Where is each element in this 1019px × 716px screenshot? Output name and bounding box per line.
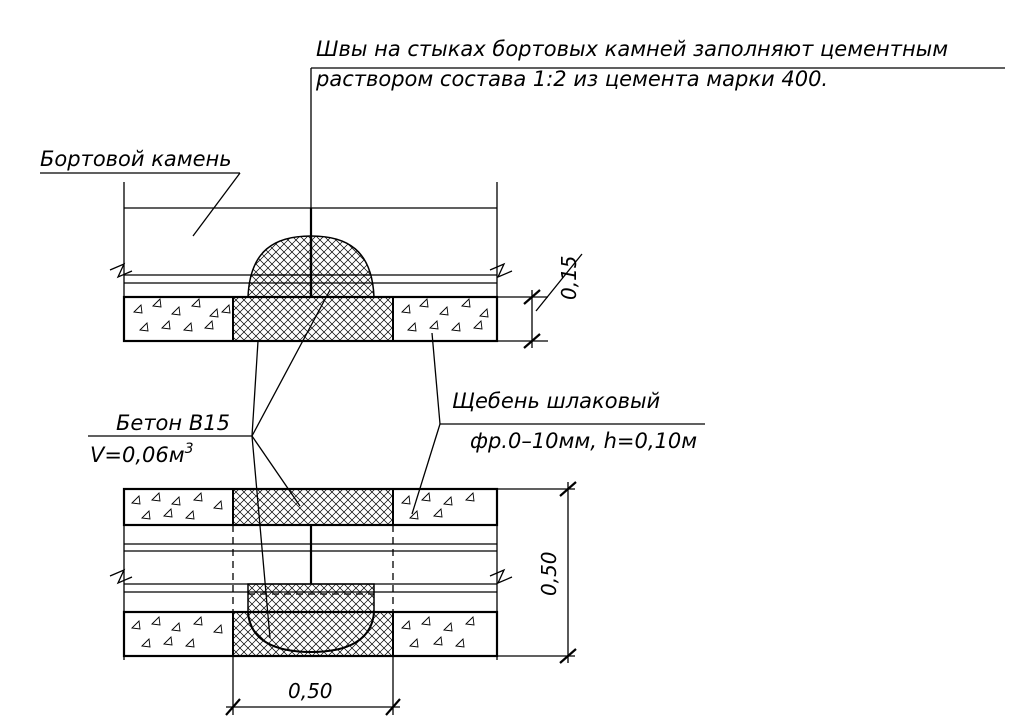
horizontal-width-dimension-label: 0,50 [288,679,333,703]
note-line-1: Швы на стыках бортовых камней заполняют … [316,37,948,61]
gravel-hatch-top-right [401,298,489,332]
leader-lines [40,67,1005,639]
gravel-spec-label: фр.0–10мм, h=0,10м [470,429,697,453]
concrete-volume-label: V=0,06м3 [90,441,193,467]
plan-view [109,487,513,660]
dimension-width-vertical [497,481,577,664]
concrete-grade-label: Бетон В15 [116,411,230,435]
gravel-hatch-top-left [133,298,231,332]
concrete-block-top [232,296,394,342]
dimension-thickness [497,253,583,349]
concrete-volume-value: V=0,06м [90,443,185,467]
gravel-name-label: Щебень шлаковый [452,389,660,413]
dimension-width-horizontal [225,656,401,716]
concrete-volume-superscript: 3 [185,441,194,457]
vertical-width-dimension-label: 0,50 [537,551,561,596]
curb-stone-label: Бортовой камень [40,147,232,171]
note-line-2: раствором состава 1:2 из цемента марки 4… [315,67,828,91]
section-view [109,182,513,343]
thickness-dimension-label: 0,15 [557,255,581,300]
